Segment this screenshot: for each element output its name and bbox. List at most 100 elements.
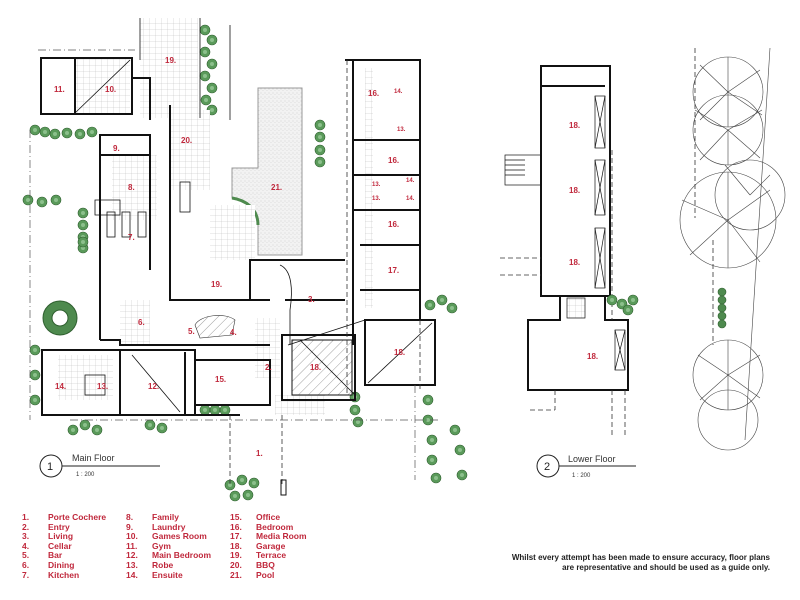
main-floor-title: Main Floor: [72, 453, 115, 463]
legend-room-name: Bedroom: [256, 521, 294, 532]
room-label: 2.: [265, 363, 272, 372]
room-label: 8.: [128, 183, 135, 192]
room-label: 18.: [569, 186, 580, 195]
legend-number: 21.: [230, 569, 242, 580]
legend-item: 16. Bedroom: [230, 521, 307, 533]
main-floor-title-block: 1 Main Floor 1 : 200: [39, 453, 160, 478]
room-label: 14.: [406, 196, 415, 202]
legend-item: 10. Games Room: [126, 532, 211, 542]
legend-room-name: Dining: [48, 559, 75, 570]
room-label: 18.: [569, 258, 580, 267]
main-floor-walls: [40, 57, 436, 416]
room-label: 1.: [256, 449, 263, 458]
legend-item: 1.Porte Cochere: [22, 512, 107, 523]
landscape-shrubs: [22, 24, 468, 502]
legend-number: 16.: [230, 521, 242, 532]
room-label: 5.: [188, 327, 195, 336]
room-label: 14.: [55, 382, 66, 391]
legend-room-name: Garage: [256, 540, 286, 551]
room-label: 16.: [388, 156, 399, 165]
room-label: 13.: [97, 382, 108, 391]
legend-item: 15. Office: [230, 512, 307, 523]
room-label: 15.: [215, 375, 226, 384]
room-label: 3.: [308, 295, 315, 304]
legend-number: 17.: [230, 531, 242, 542]
legend-number: 15.: [230, 512, 242, 522]
room-label: 18.: [394, 348, 405, 357]
legend-number: 7.: [22, 569, 30, 580]
tree-canopies: [679, 47, 786, 451]
legend-item: 4.Cellar: [22, 540, 106, 552]
legend-room-name: Bar: [48, 550, 63, 561]
legend-column-2: 8.Family 9.Laundry 10.Games Room 11.Gym …: [126, 512, 211, 580]
room-label: 13.: [397, 127, 406, 133]
room-label: 14.: [406, 178, 415, 184]
legend-number: 8.: [126, 512, 134, 522]
legend-item: 6.Dining: [22, 559, 106, 571]
legend-room-name: BBQ: [256, 559, 275, 570]
room-label: 21.: [271, 183, 282, 192]
legend-room-name: Office: [256, 512, 281, 522]
legend-column-1: 1.Porte Cochere 2. Entry 3. Living 4.Cella…: [22, 512, 107, 581]
room-label: 7.: [128, 233, 135, 242]
room-label: 19.: [165, 56, 176, 65]
lower-floor-scale: 1 : 200: [572, 473, 591, 479]
legend-number: 3.: [22, 531, 30, 542]
legend-item: 9.Laundry: [126, 521, 211, 533]
legend-room-name: Porte Cochere: [48, 512, 107, 522]
legend-item: 7. Kitchen: [22, 569, 106, 581]
room-label: 13.: [372, 196, 381, 202]
legend-room-name: Games Room: [152, 531, 207, 542]
legend-room-name: Living: [48, 531, 74, 542]
legend-room-name: Main Bedroom: [152, 550, 212, 561]
legend-item: 20.BBQ: [230, 559, 307, 571]
legend-item: 13. Robe: [126, 559, 211, 571]
legend-room-name: Media Room: [256, 531, 307, 542]
main-floor-number: 1: [47, 461, 53, 473]
legend-room-name: Kitchen: [48, 569, 80, 580]
disclaimer-line-1: Whilst every attempt has been made to en…: [511, 553, 770, 562]
lower-floor-title: Lower Floor: [568, 454, 616, 464]
room-label: 16.: [388, 220, 399, 229]
lower-floor-title-block: 2 Lower Floor 1 : 200: [536, 454, 636, 479]
main-floor-room-labels: 11. 10. 19. 9. 20. 8. 21. 7. 19. 3. 6. 5…: [54, 56, 415, 458]
room-label: 13.: [372, 182, 381, 188]
legend-room-name: Family: [152, 512, 179, 522]
legend-item: 12. Main Bedroom: [126, 551, 211, 561]
room-label: 17.: [388, 266, 399, 275]
legend-room-name: Pool: [256, 569, 275, 580]
legend-room-name: Robe: [152, 559, 174, 570]
legend-number: 4.: [22, 540, 30, 551]
main-floor-plan: 11. 10. 19. 9. 20. 8. 21. 7. 19. 3. 6. 5…: [22, 18, 468, 502]
legend-number: 2.: [22, 521, 30, 532]
room-label: 9.: [113, 144, 120, 153]
legend-number: 14.: [126, 569, 138, 580]
legend-number: 13.: [126, 559, 138, 570]
legend-number: 10.: [126, 531, 138, 542]
main-floor-scale: 1 : 200: [76, 472, 95, 478]
room-label: 18.: [310, 363, 321, 372]
legend-item: 3. Living: [22, 532, 106, 542]
legend-room-name: Entry: [48, 521, 70, 532]
room-label: 14.: [394, 89, 403, 95]
legend-item: 19.Terrace: [230, 551, 307, 561]
room-label: 18.: [587, 352, 598, 361]
room-label: 10.: [105, 85, 116, 94]
room-label: 11.: [54, 85, 65, 94]
room-label: 6.: [138, 318, 145, 327]
legend-room-name: Laundry: [152, 521, 186, 532]
legend-item: 5.Bar: [22, 551, 106, 561]
legend-item: 17. Media Room: [230, 532, 307, 542]
disclaimer-note: Whilst every attempt has been made to en…: [500, 553, 770, 573]
lower-floor-number: 2: [544, 461, 550, 473]
legend-item: 8. Family: [126, 512, 211, 523]
legend-column-3: 15. Office 16. Bedroom 17. Media Room 18.Ga…: [230, 512, 307, 580]
room-label: 16.: [368, 89, 379, 98]
legend-number: 12.: [126, 550, 138, 561]
legend-number: 19.: [230, 550, 242, 561]
lower-floor-plan: 18. 18. 18. 18. 2 Lower Floor 1 : 200: [500, 65, 639, 479]
legend-item: 18.Garage: [230, 540, 307, 552]
legend-item: 2. Entry: [22, 521, 106, 533]
legend-room-name: Ensuite: [152, 569, 183, 580]
